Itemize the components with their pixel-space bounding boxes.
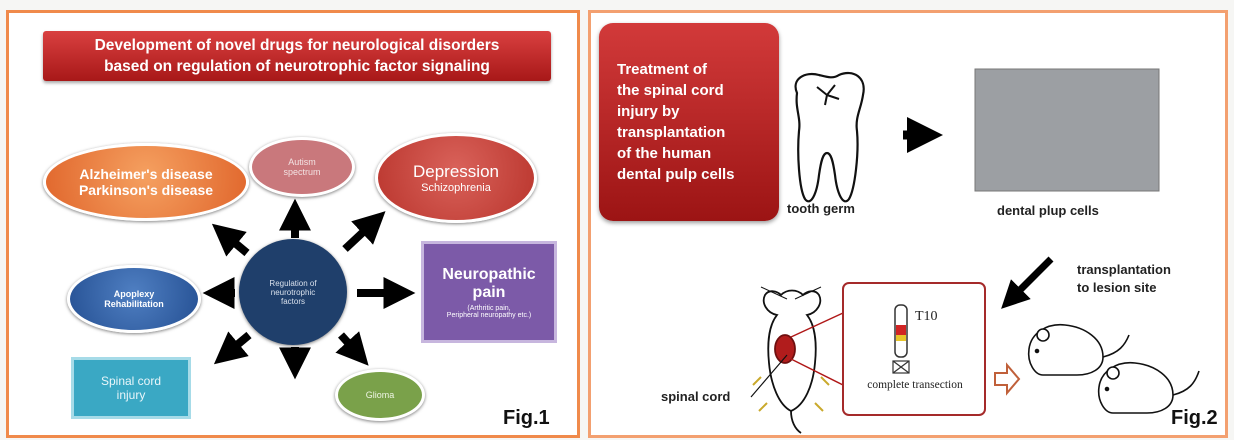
fig2-panel: Treatment of the spinal cord injury by t… xyxy=(588,10,1228,438)
arrow-downright xyxy=(341,335,359,355)
outline-arrow-icon xyxy=(995,365,1019,393)
node-apoplexy: Apoplexy Rehabilitation xyxy=(67,265,201,333)
fig2-illustrations xyxy=(591,13,1228,438)
dental-pulp-cells-label: dental plup cells xyxy=(997,203,1099,218)
rat-icon xyxy=(753,287,829,433)
arrow-cells-to-lesion xyxy=(1011,259,1051,299)
t10-label: T10 xyxy=(915,309,938,325)
dental-pulp-cells-image xyxy=(975,69,1159,191)
mouse-icon-2 xyxy=(1099,363,1199,413)
node-neuropathic-pain: Neuropathic pain (Arthritic pain, Periph… xyxy=(421,241,557,343)
fig2-label: Fig.2 xyxy=(1171,407,1218,430)
fig1-panel: Development of novel drugs for neurologi… xyxy=(6,10,580,438)
node-center: Regulation of neurotrophic factors xyxy=(239,239,347,345)
arrow-downleft xyxy=(225,335,249,355)
tooth-germ-label: tooth germ xyxy=(787,201,855,216)
arrow-upright xyxy=(345,221,375,249)
spinal-cord-label: spinal cord xyxy=(661,389,730,404)
arrow-upleft xyxy=(223,233,247,253)
fig1-label: Fig.1 xyxy=(503,407,550,430)
node-alzheimer: Alzheimer's disease Parkinson's disease xyxy=(43,143,249,221)
transection-detail-box xyxy=(843,283,985,415)
node-glioma: Glioma xyxy=(335,369,425,421)
tooth-icon xyxy=(796,73,864,201)
transplantation-label: transplantation to lesion site xyxy=(1077,261,1171,297)
node-autism: Autism spectrum xyxy=(249,137,355,197)
node-spinal-cord-injury: Spinal cord injury xyxy=(71,357,191,419)
transection-label: complete transection xyxy=(849,379,981,391)
node-depression: Depression Schizophrenia xyxy=(375,133,537,223)
